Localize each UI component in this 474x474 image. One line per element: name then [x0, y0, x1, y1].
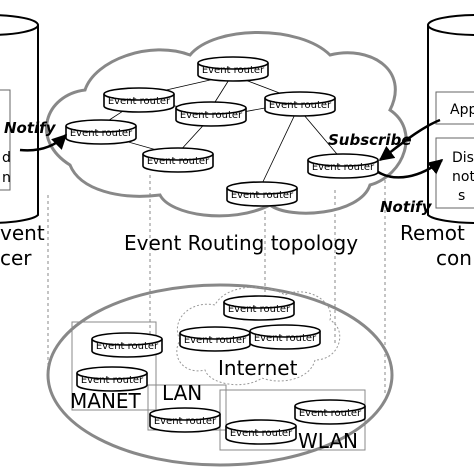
svg-text:Event router: Event router — [184, 335, 247, 346]
event-router-top: Event router — [197, 56, 269, 82]
consumer-caption-line2: con — [436, 246, 472, 270]
consumer-inner-line1: Dis — [452, 150, 474, 166]
svg-text:Event router: Event router — [269, 100, 332, 111]
event-router-lower-center: Event router — [142, 147, 214, 173]
svg-text:Event router: Event router — [154, 416, 217, 427]
lan-label: LAN — [162, 381, 202, 405]
svg-text:Event router: Event router — [231, 190, 294, 201]
svg-text:Event router: Event router — [230, 428, 293, 439]
notify-right-label: Notify — [380, 198, 433, 216]
event-router-upper-left: Event router — [103, 87, 175, 113]
manet-box — [71, 321, 157, 411]
internet-router-right: Event router — [249, 324, 321, 350]
consumer-inner-line2: not — [452, 169, 474, 185]
internet-label: Internet — [218, 356, 298, 380]
event-router-right-edge: Event router — [307, 153, 379, 179]
producer-inner-line1: d — [2, 150, 11, 166]
consumer-app-label: App — [450, 102, 474, 118]
svg-text:Event router: Event router — [81, 375, 144, 386]
subscribe-arrow — [378, 118, 441, 161]
svg-text:Event router: Event router — [147, 156, 210, 167]
svg-text:Event router: Event router — [312, 162, 375, 173]
event-routing-cloud — [44, 31, 408, 218]
svg-text:Event router: Event router — [180, 110, 243, 121]
physical-network-ellipse — [46, 283, 394, 467]
svg-text:Event router: Event router — [228, 304, 291, 315]
svg-text:Event router: Event router — [108, 96, 171, 107]
wlan-router-right: Event router — [294, 399, 366, 425]
projection-lines — [47, 175, 386, 395]
event-router-upper-right: Event router — [264, 91, 336, 117]
event-router-bottom: Event router — [226, 181, 298, 207]
svg-text:Event router: Event router — [299, 408, 362, 419]
internet-router-top: Event router — [223, 295, 295, 321]
event-router-center: Event router — [175, 101, 247, 127]
producer-inner-line2: n — [2, 170, 11, 186]
producer-caption-line2: cer — [0, 246, 32, 270]
notify-left-arrow — [19, 133, 68, 152]
internet-router-left: Event router — [179, 326, 251, 352]
notify-right-arrow — [377, 159, 444, 179]
svg-text:Event router: Event router — [202, 65, 265, 76]
topology-label: Event Routing topology — [124, 231, 358, 255]
lan-router: Event router — [149, 407, 221, 433]
wlan-label: WLAN — [298, 429, 358, 453]
consumer-caption-line1: Remot — [400, 221, 465, 245]
notify-left-label: Notify — [4, 119, 57, 137]
manet-label: MANET — [70, 389, 142, 413]
event-producer-database: d n vent cer — [0, 14, 45, 270]
svg-text:Event router: Event router — [254, 333, 317, 344]
manet-router-upper: Event router — [91, 332, 163, 358]
manet-router-lower: Event router — [76, 366, 148, 392]
subscribe-label: Subscribe — [328, 131, 412, 149]
event-router-left-edge: Event router — [65, 119, 137, 145]
producer-caption-line1: vent — [0, 221, 45, 245]
svg-text:Event router: Event router — [96, 341, 159, 352]
consumer-inner-line3: s — [458, 188, 465, 204]
wlan-router-left: Event router — [225, 419, 297, 445]
svg-text:Event router: Event router — [70, 128, 133, 139]
